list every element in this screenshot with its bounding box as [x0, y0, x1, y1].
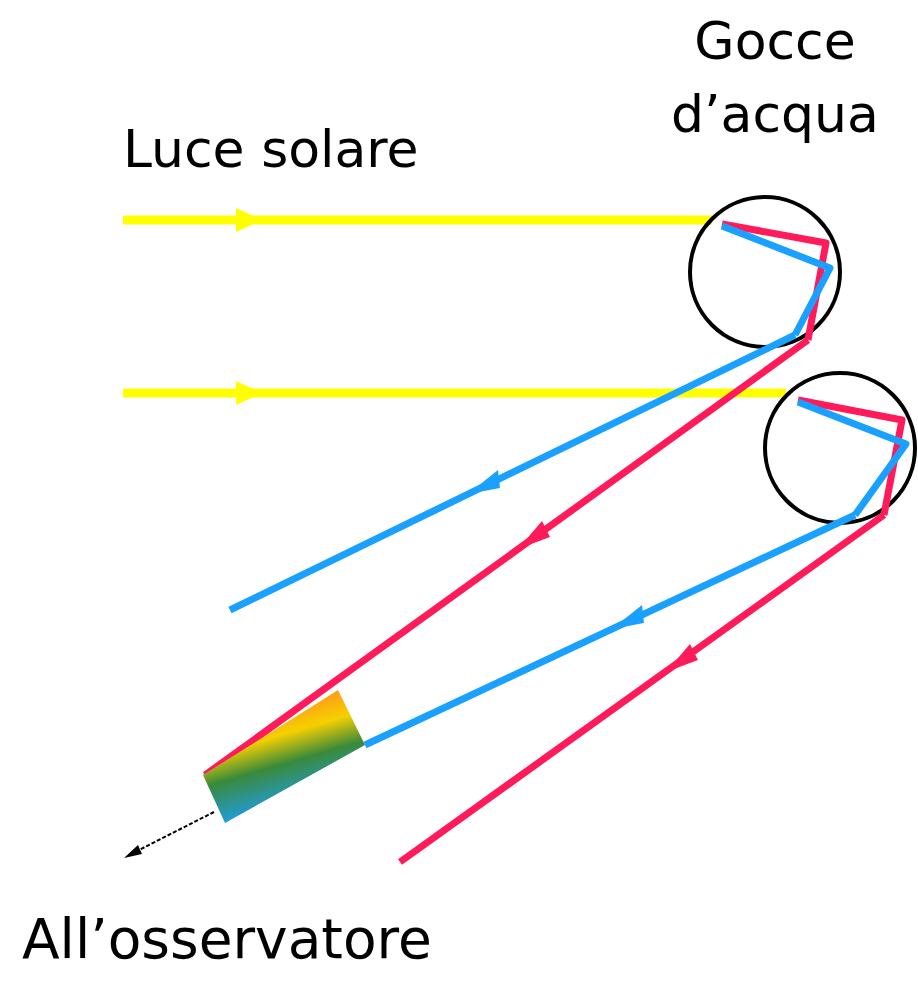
sun-label: Luce solare [123, 112, 419, 187]
rainbow-band [203, 690, 365, 823]
sunlight-rays [123, 208, 786, 405]
drops-label: Gocce d’acqua [640, 5, 910, 151]
observer-label: All’osservatore [22, 900, 432, 980]
refracted-rays [722, 224, 906, 515]
emerging-rays [205, 335, 884, 862]
observer-arrow [124, 812, 214, 858]
water-drops [690, 197, 915, 523]
